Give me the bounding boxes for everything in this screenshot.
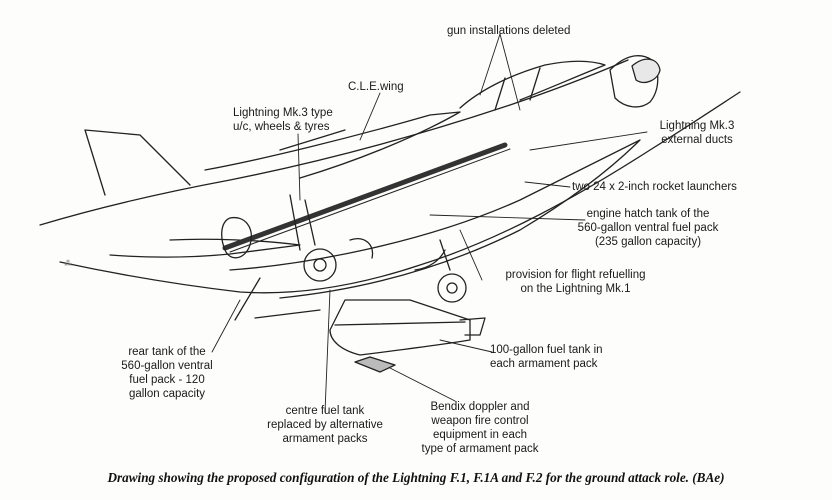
label-cle-wing: C.L.E.wing	[348, 81, 404, 93]
label-100-gallon-tank: 100-gallon fuel tank in each armament pa…	[490, 344, 603, 370]
label-centre-fuel-tank: centre fuel tank replaced by alternative…	[267, 405, 383, 445]
label-rear-tank: rear tank of the 560-gallon ventral fuel…	[121, 346, 213, 400]
canopy	[459, 60, 606, 109]
main-wing	[204, 111, 461, 179]
main-gear	[289, 194, 316, 251]
figure-caption: Drawing showing the proposed configurati…	[107, 470, 725, 485]
label-rocket-launchers: two 24 x 2-inch rocket launchers	[572, 181, 737, 193]
nose-cone	[631, 58, 661, 84]
label-mk3-undercarriage: Lightning Mk.3 type u/c, wheels & tyres	[233, 107, 333, 133]
main-wheel	[303, 248, 337, 282]
label-bendix-doppler: Bendix doppler and weapon fire control e…	[421, 401, 539, 455]
fuselage-lower	[59, 91, 741, 294]
label-mk3-ducts: Lightning Mk.3 external ducts	[659, 120, 735, 146]
lower-wing	[109, 238, 301, 258]
label-flight-refuelling: provision for flight refuelling on the L…	[505, 269, 646, 295]
label-gun-installations: gun installations deleted	[447, 25, 571, 37]
wing-tank	[221, 216, 252, 259]
ventral-pack	[229, 139, 641, 299]
nose-wheel	[437, 273, 467, 303]
nose-intake	[609, 55, 659, 108]
svg-text:⁂: ⁂	[64, 258, 72, 268]
tail-fin	[84, 129, 191, 196]
rocket-pack	[329, 299, 471, 356]
fuselage-outline	[39, 59, 629, 226]
label-engine-hatch-tank: engine hatch tank of the 560-gallon vent…	[577, 208, 719, 248]
external-duct	[222, 142, 508, 251]
